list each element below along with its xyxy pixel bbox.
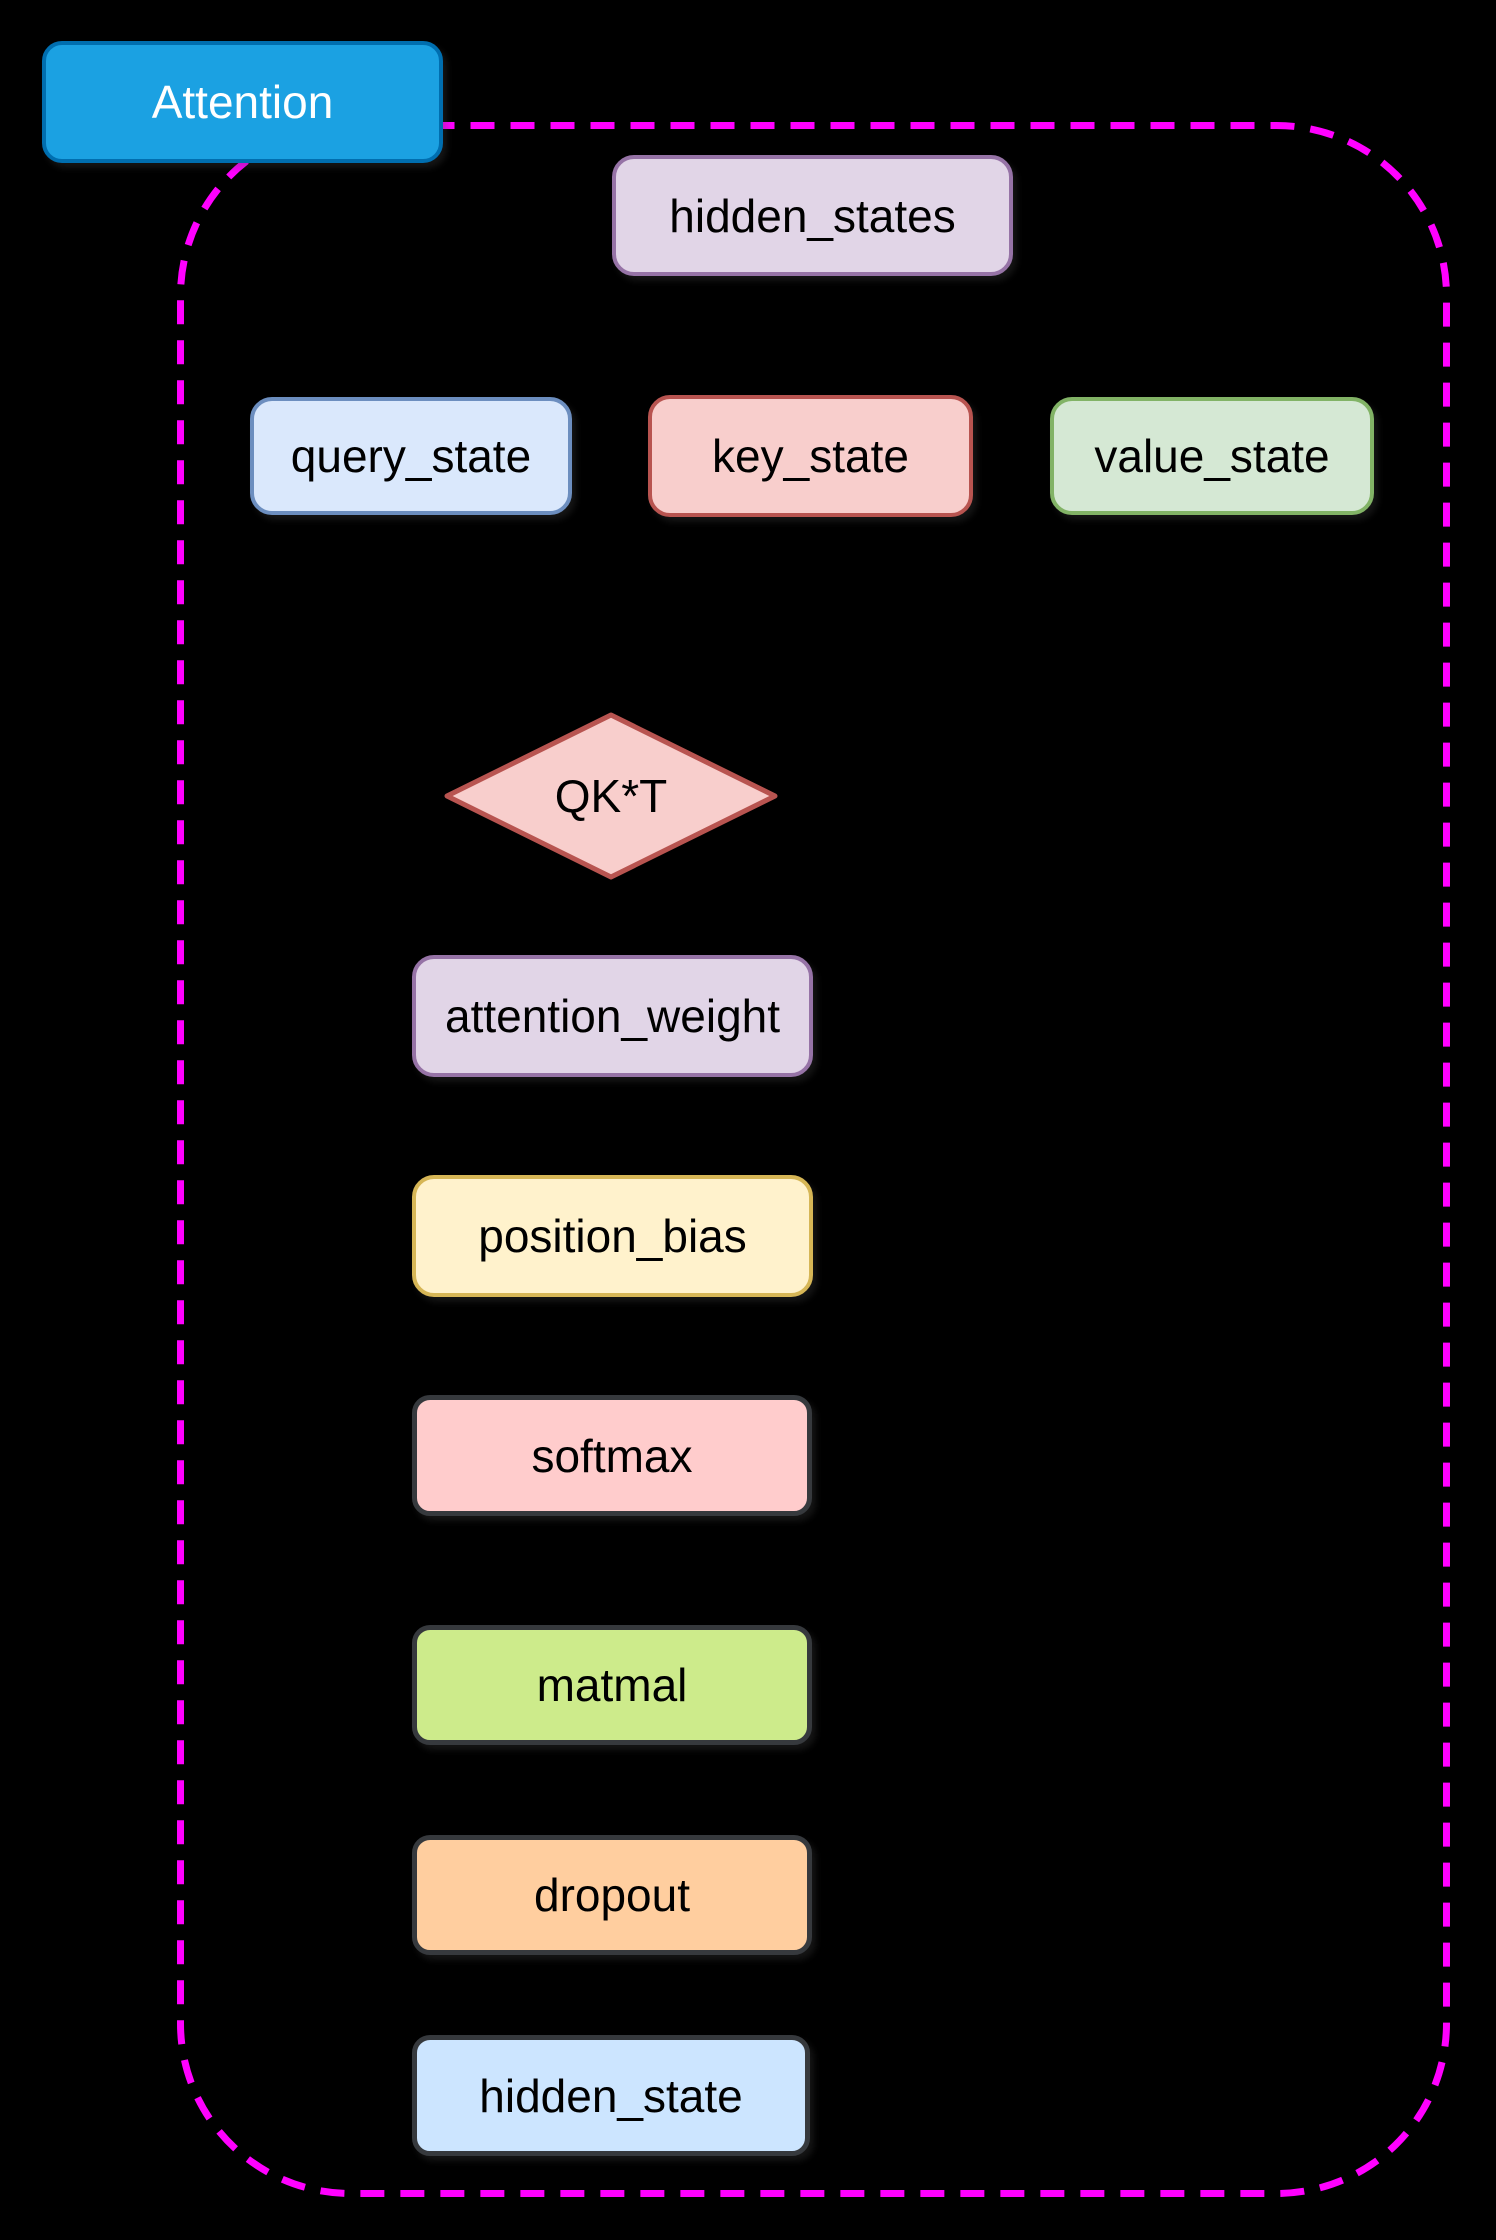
- node-attention-label: Attention: [151, 76, 334, 128]
- node-key-state-label: key_state: [712, 430, 909, 482]
- node-dropout-label: dropout: [533, 1869, 690, 1921]
- node-hidden-state-label: hidden_state: [479, 2069, 743, 2122]
- node-matmal: matmal: [412, 1625, 812, 1745]
- node-key-state: key_state: [648, 395, 973, 517]
- qkt-diamond-shape: [444, 712, 778, 880]
- node-matmal-label: matmal: [536, 1659, 688, 1711]
- node-attention-weight: attention_weight: [412, 955, 813, 1077]
- node-qkt-label: QK*T: [554, 770, 668, 822]
- node-softmax: softmax: [412, 1395, 812, 1516]
- node-query-state-label: query_state: [290, 430, 532, 482]
- node-hidden-states: hidden_states: [612, 155, 1013, 276]
- attention-group-boundary: [177, 122, 1450, 2197]
- node-hidden-state: hidden_state: [412, 2035, 810, 2156]
- node-position-bias: position_bias: [412, 1175, 813, 1297]
- node-value-state: value_state: [1050, 397, 1374, 515]
- node-attention-weight-label: attention_weight: [444, 990, 781, 1042]
- node-dropout: dropout: [412, 1835, 812, 1955]
- node-value-state-label: value_state: [1094, 430, 1330, 482]
- node-query-state: query_state: [250, 397, 572, 515]
- node-hidden-states-label: hidden_states: [669, 189, 956, 242]
- node-attention-group-title: Attention: [42, 41, 443, 163]
- node-position-bias-label: position_bias: [478, 1210, 747, 1262]
- node-qkt: QK*T: [447, 715, 775, 877]
- node-softmax-label: softmax: [531, 1429, 693, 1482]
